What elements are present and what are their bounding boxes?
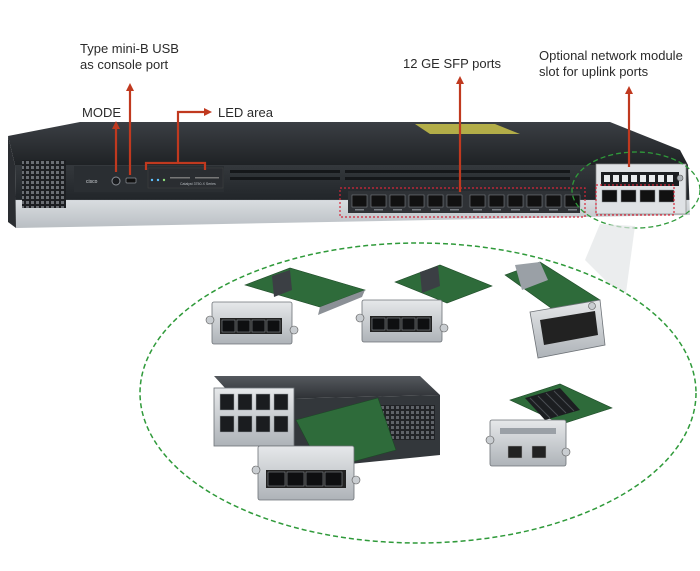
sfp-port-led [492,209,501,211]
sfp-port-led [530,209,539,211]
module-port [620,189,637,203]
sfp-ports-label: 12 GE SFP ports [403,56,502,71]
network-module-label: Optional network module slot for uplink … [539,48,683,80]
chassis-top [8,122,688,165]
module-sfp-slot [286,471,305,487]
sfp-module-1 [205,267,366,345]
module-port [658,189,675,203]
module-sfp-slot [236,319,251,333]
callout-arrows [112,76,633,192]
led-arrow [176,108,212,163]
rj45-port [273,415,289,433]
module-sfp-slot [324,471,343,487]
module-sfp-slot [251,319,266,333]
10g-module [485,383,613,467]
led-area: Catalyst 3750-X Series [147,167,224,189]
module-sfp-slot [416,317,431,331]
module-sfp-slot [386,317,401,331]
sfp-port-led [374,209,383,211]
mode-button[interactable] [111,176,121,186]
rj45-port [237,393,253,411]
module-sfp-slot [305,471,324,487]
chassis-left-side [8,136,16,228]
sfp-port-led [568,209,577,211]
rj45-port [273,393,289,411]
sfp-port [370,194,387,208]
model-text: Catalyst 3750-X Series [180,182,216,186]
sfp-module-3 [504,261,606,359]
network-module-label-line1: Optional network module [539,48,683,63]
sfp-port-led [511,209,520,211]
module-sfp-slot [221,319,236,333]
sfp-port-led [473,209,482,211]
led-bracket [144,161,207,170]
module-rj45-port [613,175,619,182]
module-rj45-port [667,175,673,182]
sfp-port [545,194,562,208]
rj45-port [219,393,235,411]
sfp-port-led [355,209,364,211]
led-area-label: LED area [218,105,273,120]
usb-console-label: Type mini-B USB as console port [80,41,179,73]
sfp-port [469,194,486,208]
sfp-port [389,194,406,208]
sfp-port-led [431,209,440,211]
front-vents [230,170,570,180]
sfp-port [507,194,524,208]
sfp-port [488,194,505,208]
sfp-port [446,194,463,208]
module-thumbscrew [676,174,684,182]
usb-console-label-line2: as console port [80,57,169,72]
sfp-port [351,194,368,208]
module-rj45-port [622,175,628,182]
sfp-port-led [393,209,402,211]
cisco-logo-text: cisco [86,179,98,185]
module-highlight-box [595,184,675,216]
sfp-port-block [348,191,581,213]
module-rj45-port [649,175,655,182]
chassis-top-label-sticker [415,124,520,134]
module-port [639,189,656,203]
usb-console-label-line1: Type mini-B USB [80,41,179,56]
zoom-funnel [585,224,635,300]
rj45-port [219,415,235,433]
module-slot-ellipse [571,151,700,229]
sfp-port-led [450,209,459,211]
module-sfp-slot [371,317,386,331]
module-rj45-port [640,175,646,182]
module-sfp-slot [267,471,286,487]
module-rj45-port [604,175,610,182]
left-vent [22,160,66,208]
sfp-module-2 [355,264,493,343]
module-port [601,189,618,203]
rj45-port [255,393,271,411]
network-module-label-line2: slot for uplink ports [539,64,649,79]
module-sfp-slot [266,319,281,333]
rj45-port [237,415,253,433]
network-module-slot [595,163,687,215]
sfp-port [427,194,444,208]
copper-module [213,376,440,501]
module-sfp-slot [401,317,416,331]
sfp-port [526,194,543,208]
rj45-port [255,415,271,433]
mode-label: MODE [82,105,121,120]
sfp-port-led [549,209,558,211]
sfp-highlight-box [339,187,586,218]
sfp-port-led [412,209,421,211]
module-rj45-port [658,175,664,182]
sfp-port [408,194,425,208]
usb-console-port[interactable] [125,177,137,184]
module-rj45-port [631,175,637,182]
